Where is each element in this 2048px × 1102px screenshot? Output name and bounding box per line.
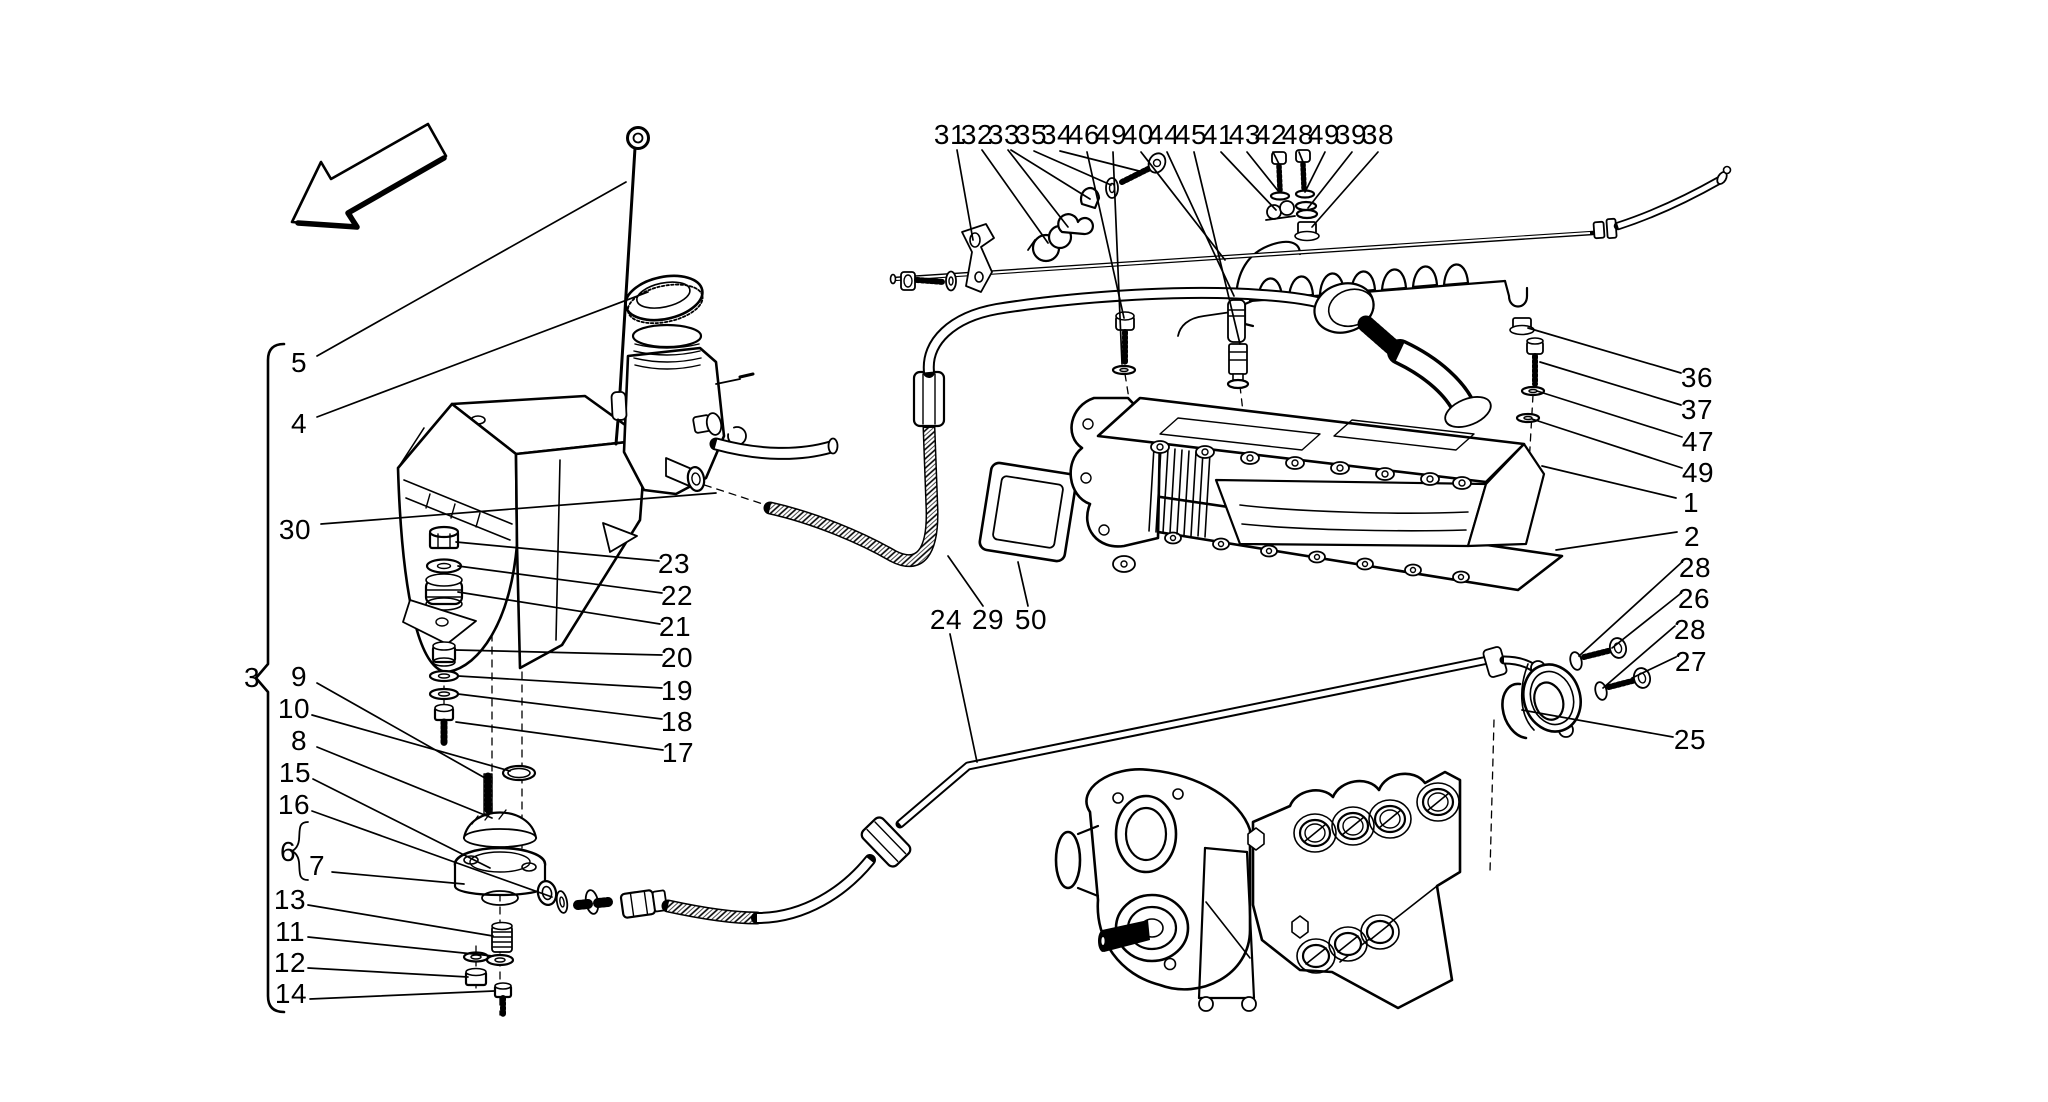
callout-6: 6 bbox=[279, 836, 297, 867]
sensor-and-cable bbox=[1226, 240, 1302, 390]
callout-29: 29 bbox=[971, 604, 1005, 635]
filler-neck-assembly bbox=[622, 323, 755, 496]
callout-23: 23 bbox=[657, 548, 691, 579]
callout-30: 30 bbox=[278, 514, 312, 545]
callout-2: 2 bbox=[1683, 521, 1701, 552]
callout-47: 47 bbox=[1681, 426, 1715, 457]
callout-5: 5 bbox=[290, 347, 308, 378]
callout-43: 43 bbox=[1228, 119, 1262, 150]
callout-49-c: 49 bbox=[1681, 457, 1715, 488]
callout-44: 44 bbox=[1147, 119, 1181, 150]
direction-arrow-icon bbox=[290, 122, 448, 230]
callout-37: 37 bbox=[1680, 394, 1714, 425]
callout-28-a: 28 bbox=[1678, 552, 1712, 583]
engine-port bbox=[1368, 799, 1412, 839]
tank-mount-stack bbox=[402, 525, 477, 748]
callout-25: 25 bbox=[1673, 724, 1707, 755]
dipstick bbox=[610, 126, 650, 446]
callout-26: 26 bbox=[1677, 583, 1711, 614]
engine-port bbox=[1331, 806, 1375, 846]
engine-port bbox=[1328, 926, 1368, 962]
callout-19: 19 bbox=[660, 675, 694, 706]
oil-cooler bbox=[1069, 396, 1546, 548]
callout-9: 9 bbox=[290, 661, 308, 692]
oil-pipe-lower bbox=[661, 646, 1555, 925]
callout-39: 39 bbox=[1334, 119, 1368, 150]
callout-27: 27 bbox=[1674, 646, 1708, 677]
callout-14: 14 bbox=[274, 978, 308, 1009]
callout-32: 32 bbox=[960, 119, 994, 150]
callout-48: 48 bbox=[1281, 119, 1315, 150]
callout-40: 40 bbox=[1121, 119, 1155, 150]
gasket-50 bbox=[978, 461, 1078, 563]
callout-31: 31 bbox=[933, 119, 967, 150]
callout-35: 35 bbox=[1014, 119, 1048, 150]
callout-20: 20 bbox=[660, 642, 694, 673]
filler-cap bbox=[624, 274, 704, 325]
callout-12: 12 bbox=[273, 947, 307, 978]
callout-34: 34 bbox=[1040, 119, 1074, 150]
callout-42: 42 bbox=[1254, 119, 1288, 150]
vent-hose bbox=[709, 437, 839, 460]
callout-8: 8 bbox=[290, 725, 308, 756]
callout-41: 41 bbox=[1201, 119, 1235, 150]
engine-port bbox=[1293, 813, 1337, 853]
callout-17: 17 bbox=[661, 737, 695, 768]
callout-3: 3 bbox=[243, 662, 261, 693]
callout-49-a: 49 bbox=[1094, 119, 1128, 150]
callout-13: 13 bbox=[273, 884, 307, 915]
cooler-mount-right bbox=[1509, 317, 1546, 424]
callout-7: 7 bbox=[308, 850, 326, 881]
engine-port bbox=[1416, 782, 1460, 822]
callout-50: 50 bbox=[1014, 604, 1048, 635]
callout-24: 24 bbox=[929, 604, 963, 635]
callout-33: 33 bbox=[987, 119, 1021, 150]
group-bracket-3 bbox=[254, 342, 286, 1014]
callout-1: 1 bbox=[1682, 487, 1700, 518]
callout-45: 45 bbox=[1174, 119, 1208, 150]
callout-28-b: 28 bbox=[1673, 614, 1707, 645]
callout-36: 36 bbox=[1680, 362, 1714, 393]
group-brace-6-7 bbox=[290, 821, 309, 881]
callout-38: 38 bbox=[1361, 119, 1395, 150]
callout-11: 11 bbox=[274, 916, 306, 947]
callout-46: 46 bbox=[1067, 119, 1101, 150]
oil-line-38 bbox=[889, 165, 1732, 285]
union-fitting-assembly bbox=[453, 764, 668, 1017]
callout-10: 10 bbox=[277, 693, 311, 724]
callout-18: 18 bbox=[660, 706, 694, 737]
cooler-screw-left bbox=[1111, 311, 1137, 376]
engine-port bbox=[1360, 914, 1400, 950]
callout-4: 4 bbox=[290, 408, 308, 439]
pipe-flange-assembly bbox=[1501, 637, 1652, 740]
grommet-cluster bbox=[1265, 149, 1320, 242]
callout-22: 22 bbox=[660, 580, 694, 611]
callout-15: 15 bbox=[278, 757, 312, 788]
engine-and-pump bbox=[1054, 768, 1462, 1012]
oil-hose-upper bbox=[763, 282, 1492, 568]
callout-21: 21 bbox=[658, 611, 692, 642]
callout-49-b: 49 bbox=[1307, 119, 1341, 150]
leader-lines bbox=[307, 149, 1683, 1000]
callout-16: 16 bbox=[277, 789, 311, 820]
